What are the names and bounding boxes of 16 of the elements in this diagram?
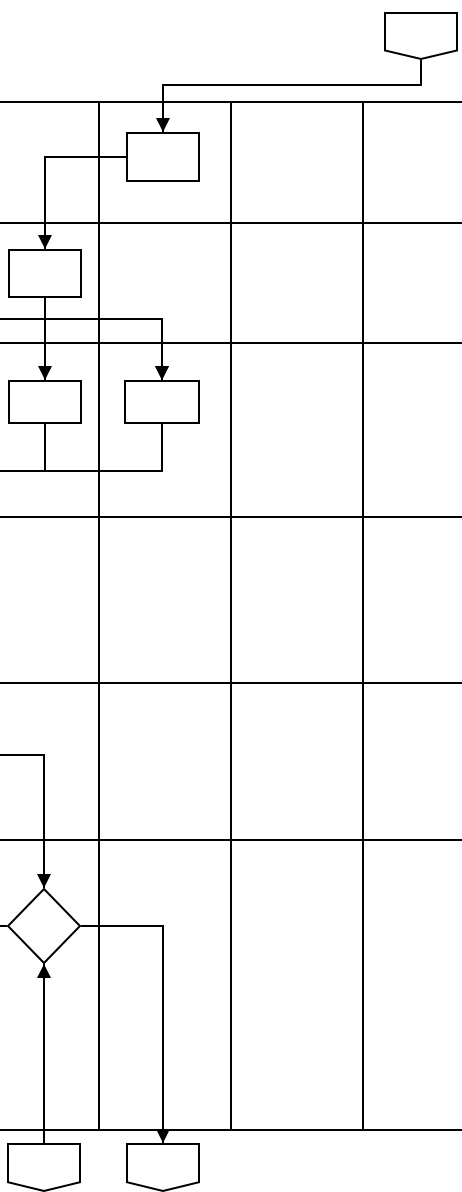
off-page-connector <box>7 1143 81 1192</box>
arrow <box>0 318 169 381</box>
off-page-connector <box>384 12 458 60</box>
process-box <box>8 380 82 424</box>
arrow <box>80 925 170 1144</box>
arrow <box>156 59 422 133</box>
process-box <box>124 380 200 424</box>
process-box <box>126 132 200 182</box>
connector-line <box>0 925 8 927</box>
decision-diamond <box>7 888 81 964</box>
arrow <box>0 754 51 889</box>
connector-line <box>0 423 163 472</box>
off-page-connector <box>126 1143 200 1192</box>
arrow <box>38 156 127 250</box>
process-box <box>8 249 82 298</box>
arrow <box>37 963 51 1144</box>
